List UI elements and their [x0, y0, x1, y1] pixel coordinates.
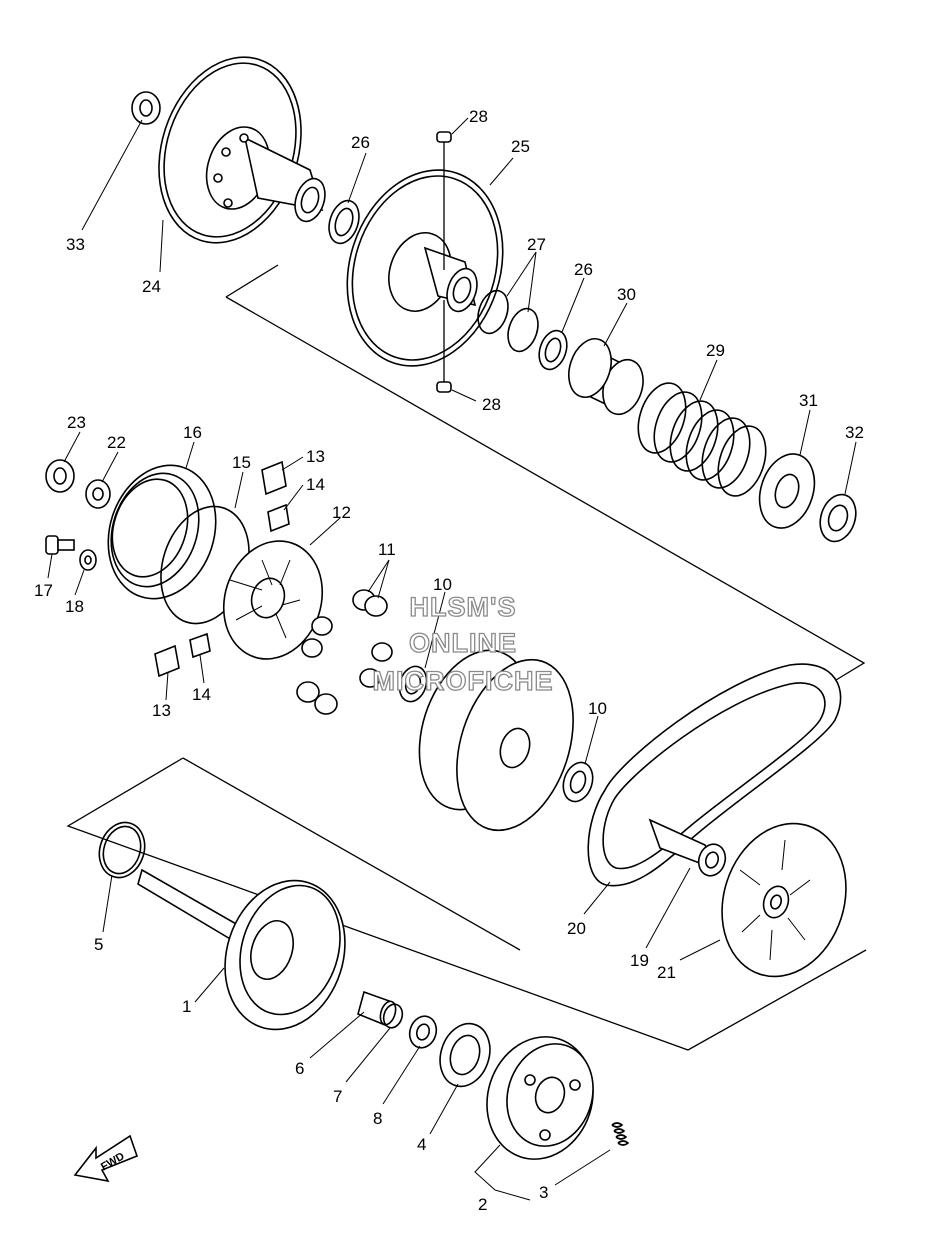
part-26-oil-seal-lower: [538, 329, 568, 371]
label-19: 19: [630, 951, 649, 970]
label-24: 24: [142, 277, 161, 296]
part-20-v-belt: [587, 663, 842, 887]
callout-labels: 33 24 26 25 28 28 27 26 30 29 31 32 23 2…: [34, 107, 864, 1214]
part-24-sliding-sheave: [158, 56, 326, 244]
part-13-slider-upper: [261, 460, 287, 496]
label-15: 15: [232, 453, 251, 472]
label-20: 20: [567, 919, 586, 938]
part-11-weight-rollers: [296, 589, 393, 715]
part-14-slider-upper: [267, 503, 290, 533]
label-23: 23: [67, 413, 86, 432]
forward-direction-arrow: FWD: [73, 1134, 139, 1183]
part-17-bolt: [45, 535, 75, 555]
watermark: HLSM'S ONLINE MICROFICHE: [372, 591, 554, 696]
label-31: 31: [799, 391, 818, 410]
label-2: 2: [478, 1195, 487, 1214]
lower-assembly-outline: [66, 757, 867, 1051]
part-30-collar: [568, 338, 644, 416]
watermark-line-3: MICROFICHE: [373, 666, 554, 696]
label-27: 27: [527, 235, 546, 254]
label-3: 3: [539, 1183, 548, 1202]
label-4: 4: [417, 1135, 426, 1154]
label-22: 22: [107, 433, 126, 452]
part-26-oil-seal-upper: [328, 199, 360, 245]
label-7: 7: [333, 1087, 342, 1106]
label-11: 11: [378, 540, 396, 559]
label-14-upper: 14: [306, 475, 325, 494]
label-10-lower: 10: [588, 699, 607, 718]
part-27-o-rings: [477, 289, 539, 353]
label-17: 17: [34, 581, 53, 600]
label-32: 32: [845, 423, 864, 442]
part-10-collar-upper: [398, 665, 428, 703]
label-30: 30: [617, 285, 636, 304]
label-16: 16: [183, 423, 202, 442]
label-6: 6: [295, 1059, 304, 1078]
label-29: 29: [706, 341, 725, 360]
watermark-line-2: ONLINE: [409, 628, 517, 658]
part-3-spring: [611, 1122, 630, 1146]
part-29-compression-spring: [637, 382, 767, 497]
part-32-nut: [819, 493, 857, 543]
label-13-lower: 13: [152, 701, 171, 720]
part-18-washer: [79, 549, 97, 571]
part-13-slider-lower: [154, 644, 180, 678]
part-8-nut: [408, 1015, 438, 1049]
part-2-clutch-carrier: [486, 1036, 594, 1160]
part-23-nut: [45, 459, 75, 493]
leader-lines: [47, 117, 857, 1201]
part-6-needle-bearing: [357, 990, 397, 1027]
part-28-guide-pin-top: [436, 131, 452, 270]
label-28-top: 28: [469, 107, 488, 126]
label-26-upper: 26: [351, 133, 370, 152]
label-14-lower: 14: [192, 685, 211, 704]
part-25-fixed-sheave: [346, 169, 504, 367]
label-28-bottom: 28: [482, 395, 501, 414]
label-26-lower: 26: [574, 260, 593, 279]
part-5-circlip: [98, 821, 146, 879]
label-33: 33: [66, 235, 85, 254]
part-10-collar-lower: [562, 761, 594, 803]
part-22-washer: [85, 479, 111, 509]
upper-assembly-outline: [225, 264, 866, 681]
label-8: 8: [373, 1109, 382, 1128]
primary-fixed-sheave: [418, 649, 574, 832]
part-19-shaft-collar: [648, 818, 727, 877]
part-1-clutch-housing: [137, 868, 346, 1031]
part-7-circlip: [382, 1003, 404, 1029]
part-14-slider-lower: [189, 632, 211, 659]
label-18: 18: [65, 597, 84, 616]
part-33-nut: [131, 91, 161, 125]
label-5: 5: [94, 935, 103, 954]
part-28-guide-pin-bottom: [436, 300, 452, 393]
label-10-upper: 10: [433, 575, 452, 594]
part-12-primary-sheave: [222, 540, 324, 660]
label-21: 21: [657, 963, 676, 982]
part-4-bearing: [439, 1022, 491, 1088]
label-12: 12: [332, 503, 351, 522]
label-13-upper: 13: [306, 447, 325, 466]
part-21-primary-fan-sheave: [721, 822, 847, 978]
label-1: 1: [182, 997, 191, 1016]
part-16-cam-plate: [107, 464, 217, 600]
part-31-spring-seat: [758, 453, 816, 529]
label-25: 25: [511, 137, 530, 156]
watermark-line-1: HLSM'S: [410, 592, 517, 622]
